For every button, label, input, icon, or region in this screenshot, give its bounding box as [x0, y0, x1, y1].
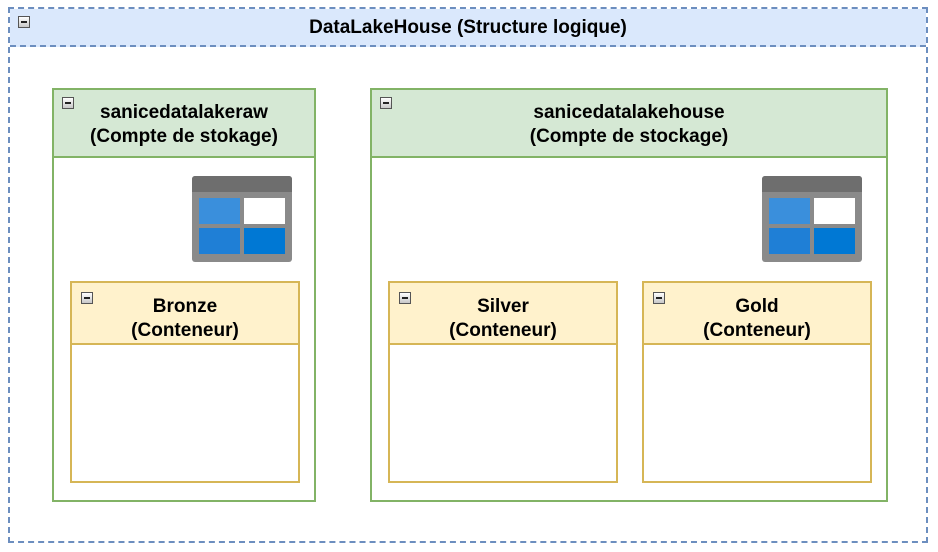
- container-bronze-header: Bronze (Conteneur): [72, 283, 298, 345]
- storage-account-house-name: sanicedatalakehouse: [533, 102, 725, 123]
- storage-account-icon: [192, 176, 292, 262]
- container-silver[interactable]: Silver (Conteneur): [388, 281, 618, 483]
- collapse-icon[interactable]: [62, 97, 74, 109]
- collapse-icon[interactable]: [380, 97, 392, 109]
- container-silver-subtitle: (Conteneur): [449, 320, 557, 341]
- container-gold-header: Gold (Conteneur): [644, 283, 870, 345]
- container-bronze-name: Bronze: [152, 296, 218, 317]
- container-gold-subtitle: (Conteneur): [703, 320, 811, 341]
- container-silver-header: Silver (Conteneur): [390, 283, 616, 345]
- storage-account-raw-header: sanicedatalakeraw (Compte de stokage): [54, 90, 314, 158]
- storage-account-raw-name: sanicedatalakeraw: [100, 102, 268, 123]
- datalakehouse-group[interactable]: DataLakeHouse (Structure logique) sanice…: [8, 7, 928, 543]
- container-silver-name: Silver: [477, 296, 529, 317]
- storage-account-house[interactable]: sanicedatalakehouse (Compte de stockage)…: [370, 88, 888, 502]
- collapse-icon[interactable]: [81, 292, 93, 304]
- storage-account-icon: [762, 176, 862, 262]
- storage-account-house-header: sanicedatalakehouse (Compte de stockage): [372, 90, 886, 158]
- storage-account-house-subtitle: (Compte de stockage): [529, 126, 729, 147]
- collapse-icon[interactable]: [399, 292, 411, 304]
- container-gold-name: Gold: [735, 296, 779, 317]
- container-gold[interactable]: Gold (Conteneur): [642, 281, 872, 483]
- datalakehouse-title: DataLakeHouse (Structure logique): [309, 17, 627, 38]
- storage-account-raw[interactable]: sanicedatalakeraw (Compte de stokage) Br…: [52, 88, 316, 502]
- collapse-icon[interactable]: [653, 292, 665, 304]
- storage-account-raw-subtitle: (Compte de stokage): [90, 126, 278, 147]
- collapse-icon[interactable]: [18, 16, 30, 28]
- container-bronze-subtitle: (Conteneur): [131, 320, 239, 341]
- datalakehouse-header: DataLakeHouse (Structure logique): [10, 9, 926, 47]
- container-bronze[interactable]: Bronze (Conteneur): [70, 281, 300, 483]
